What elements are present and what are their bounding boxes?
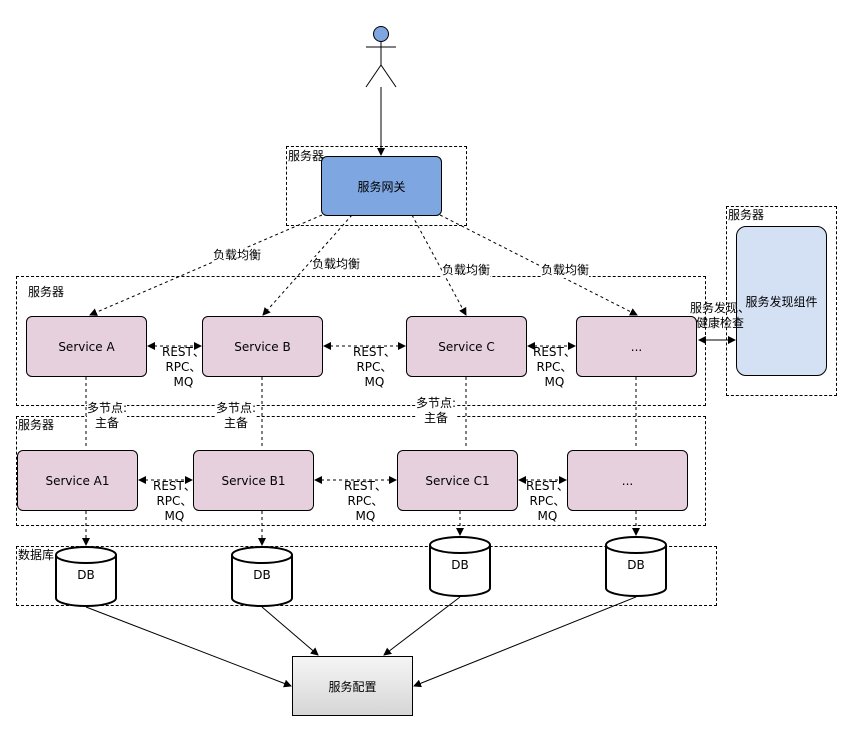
lb-label-b: 负载均衡	[312, 257, 361, 272]
discovery-server-group	[726, 206, 837, 396]
discovery-group-label: 服务器	[728, 208, 765, 222]
service-b1: Service B1	[193, 450, 314, 511]
config-arrow-b	[261, 606, 319, 656]
service-c: Service C	[406, 316, 527, 377]
lb-arrow-a	[89, 214, 323, 316]
config-arrow-a	[85, 606, 292, 688]
service-discovery-component: 服务发现组件	[736, 226, 827, 376]
replica-label-a: 多节点:主备	[87, 401, 128, 431]
replica-label-c: 多节点:主备	[416, 396, 457, 426]
db-d-label: DB	[627, 558, 645, 572]
service-a: Service A	[26, 316, 147, 377]
service-a1: Service A1	[17, 450, 138, 511]
rest-label-c1d1: REST、RPC、MQ	[526, 479, 569, 523]
db-c-label: DB	[451, 558, 469, 572]
lb-arrow-d	[439, 214, 638, 316]
services-group-label: 服务器	[28, 285, 65, 299]
rest-label-a1b1: REST、RPC、MQ	[153, 479, 196, 523]
service-c1: Service C1	[397, 450, 518, 511]
gateway-server-group	[286, 146, 467, 226]
database-icon	[429, 536, 491, 597]
db-b-label: DB	[253, 568, 271, 582]
database-icon	[605, 536, 667, 597]
database-group	[16, 546, 717, 606]
services-server-group	[16, 276, 706, 406]
service-b: Service B	[202, 316, 323, 377]
db-c: DB	[429, 536, 491, 598]
db-d: DB	[605, 536, 667, 598]
db-b: DB	[231, 546, 293, 608]
rest-label-b1c1: REST、RPC、MQ	[344, 479, 387, 523]
rest-label-cd: REST、RPC、MQ	[533, 345, 576, 389]
service-more: ...	[576, 316, 697, 377]
lb-label-d: 负载均衡	[541, 263, 590, 278]
lb-arrow-c	[411, 214, 467, 316]
gateway-group-label: 服务器	[288, 149, 325, 163]
rest-label-ab: REST、RPC、MQ	[162, 345, 205, 389]
lb-arrow-b	[262, 214, 353, 316]
replica-label-b: 多节点:主备	[216, 401, 257, 431]
replicas-group-label: 服务器	[18, 418, 55, 432]
database-icon	[55, 546, 117, 607]
db-a: DB	[55, 546, 117, 608]
user-actor-icon	[365, 26, 397, 88]
database-icon	[231, 546, 293, 607]
db-a-label: DB	[77, 568, 95, 582]
service-config: 服务配置	[292, 656, 413, 716]
lb-label-a: 负载均衡	[213, 248, 262, 263]
rest-label-bc: REST、RPC、MQ	[353, 345, 396, 389]
config-arrow-d	[413, 596, 637, 688]
config-arrow-c	[383, 596, 461, 656]
database-group-label: 数据库	[18, 548, 55, 562]
lb-label-c: 负载均衡	[442, 263, 491, 278]
discovery-link-label: 服务发现、健康检查	[690, 301, 751, 330]
service-gateway: 服务网关	[321, 156, 442, 216]
service-more-replica: ...	[567, 450, 688, 511]
replicas-server-group	[16, 416, 706, 526]
